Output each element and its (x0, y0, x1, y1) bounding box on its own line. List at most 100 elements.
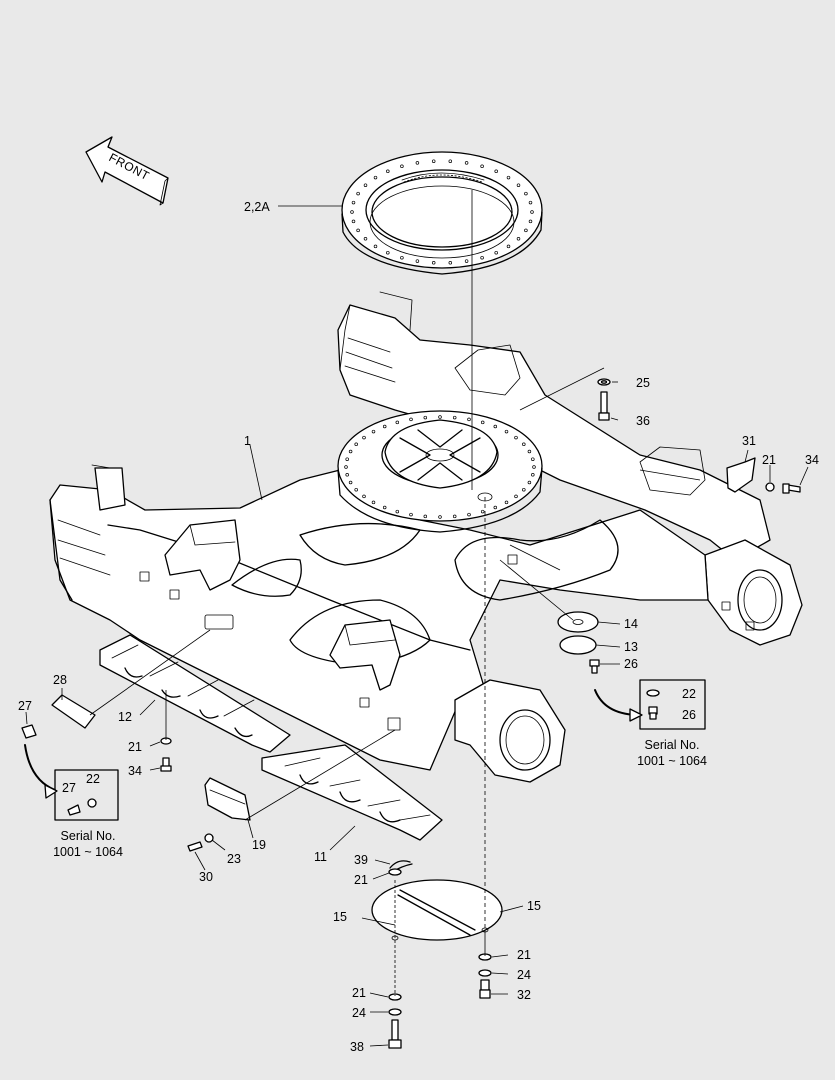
fasteners (21, 378, 801, 1049)
bolt-hole (522, 487, 526, 492)
bolt-hole (494, 169, 498, 174)
bolt-hole (531, 473, 535, 477)
serial-right-line1: Serial No. (645, 738, 700, 752)
part-labels: 2,2A 1 25 36 31 21 34 14 13 26 22 26 28 … (18, 200, 819, 1054)
label-1: 1 (244, 434, 251, 448)
label-24-br: 24 (517, 968, 531, 982)
bolt-hole (356, 191, 360, 196)
bolt-hole (415, 259, 420, 263)
label-22-box: 22 (86, 772, 100, 786)
serial-left-line2: 1001 ~ 1064 (53, 845, 123, 859)
bolt-hole (528, 200, 533, 205)
label-31: 31 (742, 434, 756, 448)
label-34-right: 34 (805, 453, 819, 467)
bolt-hole (480, 164, 484, 169)
bolt-hole (400, 164, 404, 169)
label-13: 13 (624, 640, 638, 654)
ring-bolt-holes (350, 159, 534, 265)
bolt-hole (528, 219, 533, 224)
bolt-hole (350, 210, 354, 214)
bolt-hole (464, 259, 469, 263)
bolt-hole (415, 161, 420, 165)
bolt-hole (371, 500, 376, 505)
bolt-hole (494, 250, 498, 255)
label-19: 19 (252, 838, 266, 852)
bolt-hole (423, 514, 428, 519)
label-21-bl: 21 (352, 986, 366, 1000)
label-28: 28 (53, 673, 67, 687)
bolt-hole (354, 487, 358, 492)
bolt-hole (348, 480, 353, 485)
bolt-hole (467, 512, 471, 517)
bolt-hole (530, 210, 534, 214)
bolt-hole (409, 512, 413, 517)
bolt-hole (395, 420, 400, 425)
bolt-hole (354, 442, 358, 447)
bolt-hole (493, 505, 498, 510)
track-guard-11 (261, 744, 443, 841)
bolt-hole (362, 494, 366, 499)
turntable-bolt-holes (344, 415, 536, 519)
serial-box-right (594, 679, 706, 730)
bolt-hole (524, 191, 528, 196)
bolt-hole (382, 505, 387, 510)
bolt-hole (504, 429, 509, 434)
bolt-hole (504, 500, 509, 505)
bolt-hole (480, 255, 484, 260)
bolt-hole (431, 159, 436, 163)
bolt-hole (345, 457, 349, 461)
bolt-hole (373, 175, 378, 180)
label-38: 38 (350, 1040, 364, 1054)
plate-28 (51, 694, 96, 729)
bolt-hole (400, 255, 404, 260)
label-30: 30 (199, 870, 213, 884)
label-15-left: 15 (333, 910, 347, 924)
bolt-hole (438, 515, 442, 519)
bolt-hole (386, 169, 390, 174)
bolt-hole (363, 237, 368, 241)
bolt-hole (363, 183, 368, 187)
bolt-hole (527, 449, 532, 454)
bolt-hole (345, 473, 349, 477)
bolt-hole (514, 494, 518, 499)
label-36: 36 (636, 414, 650, 428)
label-26-top: 26 (624, 657, 638, 671)
track-guard-12 (99, 634, 291, 753)
serial-right-line2: 1001 ~ 1064 (637, 754, 707, 768)
label-27-box: 27 (62, 781, 76, 795)
bolt-hole (527, 480, 532, 485)
serial-texts: Serial No. 1001 ~ 1064 Serial No. 1001 ~… (53, 738, 707, 859)
label-25: 25 (636, 376, 650, 390)
bolt-hole (522, 442, 526, 447)
bolt-hole (386, 250, 390, 255)
bolt-hole (480, 420, 485, 425)
label-22-right: 22 (682, 687, 696, 701)
bolt-hole (506, 175, 511, 180)
swing-bearing-ring (341, 151, 543, 275)
bolt-hole (514, 435, 518, 440)
front-arrow: FRONT (85, 136, 169, 206)
label-32: 32 (517, 988, 531, 1002)
bolt-hole (344, 465, 348, 469)
serial-box-left (24, 744, 119, 821)
bolt-hole (351, 200, 356, 205)
label-21-left: 21 (128, 740, 142, 754)
label-39: 39 (354, 853, 368, 867)
bolt-hole (506, 244, 511, 249)
bolt-hole (438, 415, 442, 419)
leader-lines (25, 190, 809, 1047)
label-21-right: 21 (762, 453, 776, 467)
label-12: 12 (118, 710, 132, 724)
label-21-cover: 21 (354, 873, 368, 887)
cover-19 (204, 777, 251, 821)
bolt-hole (423, 415, 428, 420)
bolt-hole (431, 261, 436, 265)
serial-left-line1: Serial No. (61, 829, 116, 843)
lower-frame (49, 291, 803, 783)
label-14: 14 (624, 617, 638, 631)
bolt-hole (480, 509, 485, 514)
bracket-31 (726, 457, 756, 493)
bolt-hole (493, 424, 498, 429)
